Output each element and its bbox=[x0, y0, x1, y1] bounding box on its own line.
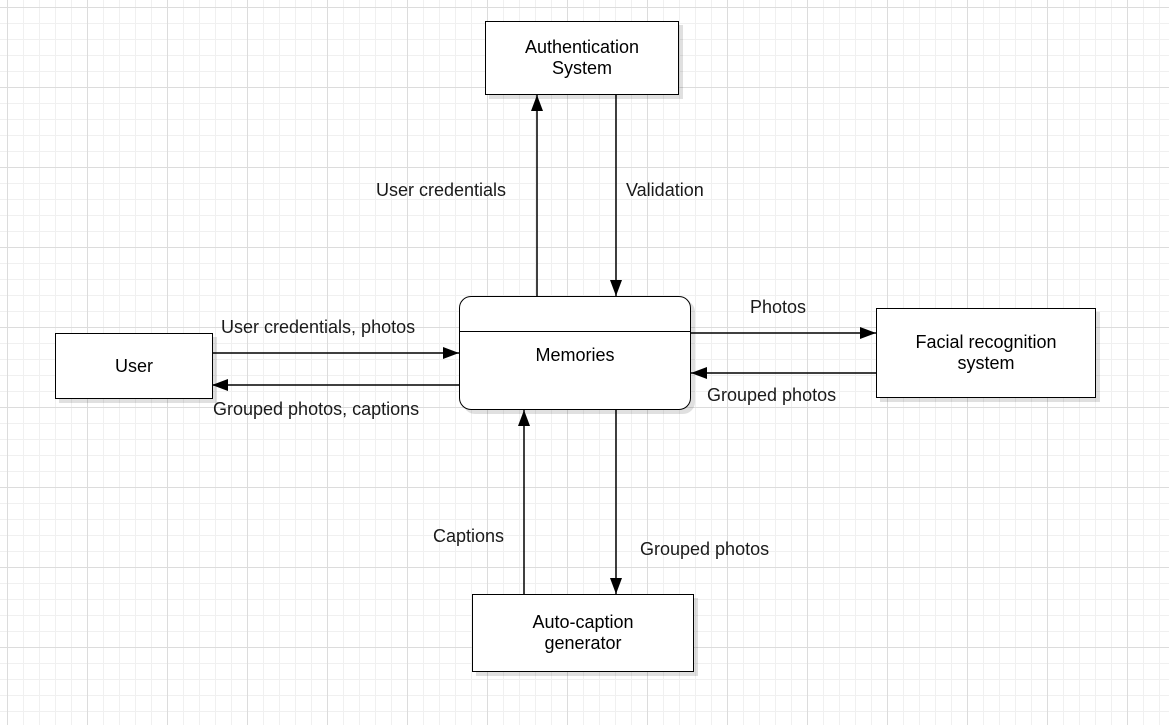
arrowhead-down-caption bbox=[610, 578, 622, 594]
flow-label-grouped-photos-captions: Grouped photos, captions bbox=[213, 399, 420, 419]
arrowhead-up-memories bbox=[518, 410, 530, 426]
auto-caption-generator-label: Auto-caption generator bbox=[532, 612, 634, 653]
facial-recognition-label: Facial recognition system bbox=[915, 332, 1057, 373]
auto-caption-generator-node[interactable]: Auto-caption generator bbox=[472, 594, 694, 672]
arrowhead-right-facial bbox=[860, 327, 876, 339]
flow-label-photos: Photos bbox=[750, 297, 807, 317]
arrowhead-down-memories bbox=[610, 280, 622, 296]
facial-recognition-node[interactable]: Facial recognition system bbox=[876, 308, 1096, 398]
arrowhead-left-user bbox=[212, 379, 228, 391]
user-label: User bbox=[114, 355, 153, 376]
flow-label-grouped-photos-facial: Grouped photos bbox=[707, 385, 837, 405]
flow-label-grouped-photos-caption: Grouped photos bbox=[640, 539, 770, 559]
arrowhead-left-memories bbox=[691, 367, 707, 379]
authentication-system-node[interactable]: Authentication System bbox=[485, 21, 679, 95]
memories-label: Memories bbox=[535, 345, 615, 365]
arrowhead-up-auth bbox=[531, 95, 543, 111]
flow-label-validation: Validation bbox=[626, 180, 704, 200]
memories-process-node[interactable]: Memories bbox=[459, 296, 691, 410]
user-node[interactable]: User bbox=[55, 333, 213, 399]
flow-label-captions: Captions bbox=[433, 526, 505, 546]
authentication-system-label: Authentication System bbox=[524, 37, 640, 78]
flow-label-user-credentials-photos: User credentials, photos bbox=[221, 317, 416, 337]
process-divider bbox=[460, 331, 690, 332]
flow-label-user-credentials: User credentials bbox=[376, 180, 507, 200]
arrowhead-right-memories bbox=[443, 347, 459, 359]
